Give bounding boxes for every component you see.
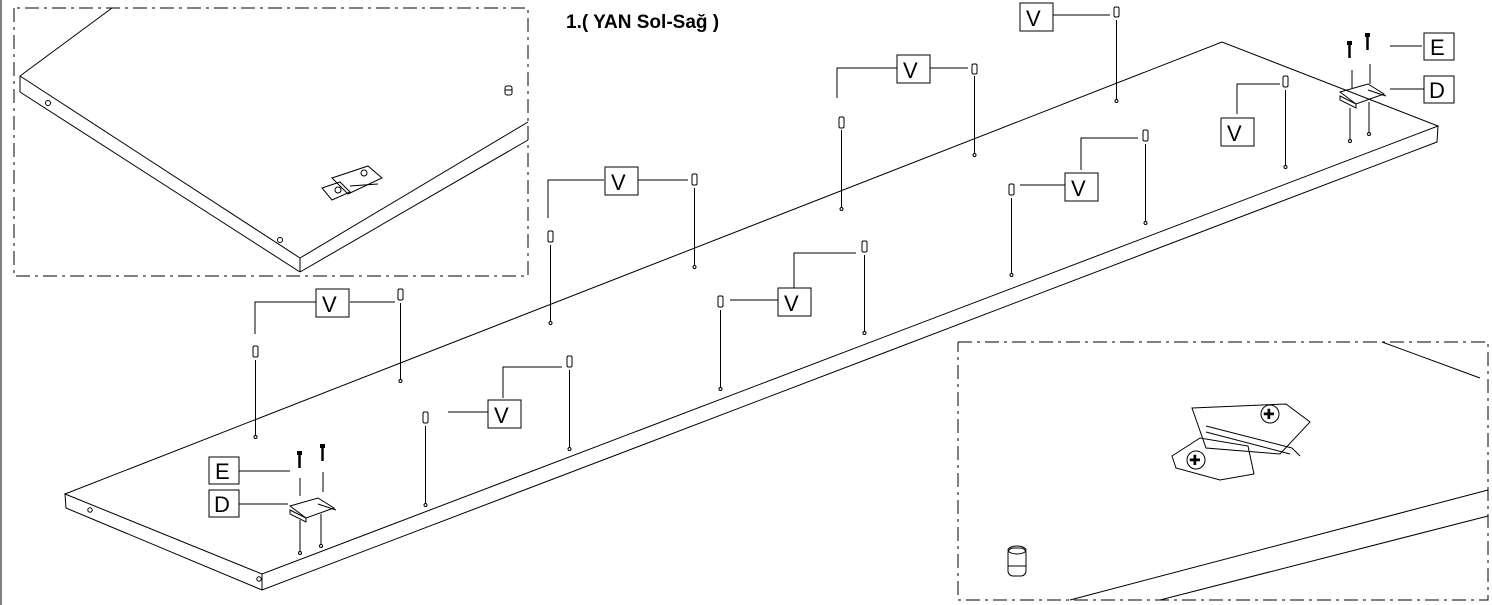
dowel-label: V xyxy=(494,403,509,428)
left-hinge-group: E D xyxy=(208,444,337,555)
dowel-icon xyxy=(547,230,554,325)
dowel-icon xyxy=(566,355,573,451)
dowel-icon xyxy=(861,240,868,335)
hinge-plate-icon xyxy=(321,165,383,201)
detail-inset-top-left xyxy=(13,7,529,277)
dowel-label: V xyxy=(1071,176,1086,201)
hinge-plate-icon xyxy=(288,497,337,523)
dowel-icon xyxy=(1142,129,1149,225)
screw-icon xyxy=(1347,41,1352,58)
page-title: 1.( YAN Sol-Sağ ) xyxy=(566,12,719,33)
right-hinge-group: E D xyxy=(1338,32,1455,143)
dowel-icon xyxy=(691,173,698,269)
dowel-icon xyxy=(971,63,978,157)
dowel-icon xyxy=(504,85,513,96)
dowel-icon xyxy=(252,345,259,439)
dowel-label: V xyxy=(784,291,799,316)
dowel-icon xyxy=(397,288,404,383)
screw-label: E xyxy=(1430,35,1445,60)
dowel-icon xyxy=(1113,6,1120,103)
dowel-label: V xyxy=(611,170,626,195)
dowel-icon xyxy=(1282,75,1289,169)
dowel-icon xyxy=(422,411,429,507)
hinge-plate-label: D xyxy=(1429,78,1445,103)
detail-inset-bottom-right: ✚ ✚ xyxy=(957,341,1489,601)
dowel-icon xyxy=(838,116,845,211)
svg-text:✚: ✚ xyxy=(1189,453,1201,469)
hinge-plate-icon: ✚ ✚ xyxy=(1171,403,1311,481)
hinge-plate-label: D xyxy=(214,492,230,517)
dowel-labels: V V V V V V V V xyxy=(254,2,1280,429)
dowel-label: V xyxy=(1026,6,1041,31)
dowel-label: V xyxy=(903,58,918,83)
dowel-label: V xyxy=(1227,121,1242,146)
screw-icon xyxy=(1365,33,1370,50)
dowel-label: V xyxy=(322,292,337,317)
side-panel xyxy=(63,41,1440,591)
screw-icon xyxy=(297,451,302,468)
dowel-markers xyxy=(252,6,1289,507)
screw-label: E xyxy=(215,459,230,484)
dowel-icon xyxy=(717,295,724,391)
svg-text:✚: ✚ xyxy=(1263,407,1275,423)
dowel-icon xyxy=(1008,183,1015,277)
hinge-plate-icon xyxy=(1338,83,1387,109)
dowel-icon xyxy=(1007,545,1027,577)
screw-icon xyxy=(320,444,325,461)
